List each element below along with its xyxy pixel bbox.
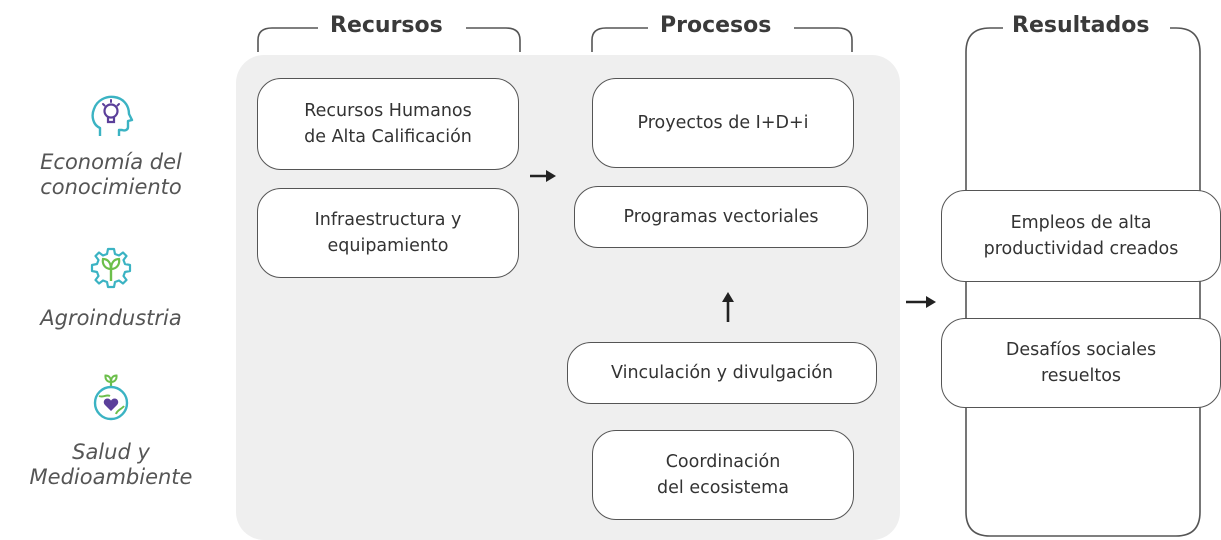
column-heading-resultados: Resultados <box>1012 13 1150 38</box>
column-heading-recursos: Recursos <box>330 13 443 38</box>
gear-sprout-icon <box>90 247 132 289</box>
procesos-box-coordinacion: Coordinación del ecosistema <box>592 430 854 520</box>
column-heading-procesos: Procesos <box>660 13 772 38</box>
resultados-box-empleos: Empleos de alta productividad creados <box>941 190 1221 282</box>
head-lightbulb-icon <box>91 95 134 136</box>
sector-label-economia: Economía del conocimiento <box>40 150 182 199</box>
sector-icon-agroindustria <box>86 243 136 293</box>
recursos-box-infraestructura: Infraestructura y equipamiento <box>257 188 519 278</box>
procesos-box-programas: Programas vectoriales <box>574 186 868 248</box>
resultados-box-desafios: Desafíos sociales resueltos <box>941 318 1221 408</box>
procesos-box-proyectos: Proyectos de I+D+i <box>592 78 854 168</box>
sector-icon-salud <box>86 372 136 422</box>
procesos-box-vinculacion: Vinculación y divulgación <box>567 342 877 404</box>
sector-icon-economia <box>86 92 136 142</box>
sector-label-agroindustria: Agroindustria <box>40 306 182 330</box>
sector-label-salud: Salud y Medioambiente <box>29 440 193 489</box>
globe-heart-sprout-icon <box>93 374 129 421</box>
recursos-box-humanos: Recursos Humanos de Alta Calificación <box>257 78 519 170</box>
